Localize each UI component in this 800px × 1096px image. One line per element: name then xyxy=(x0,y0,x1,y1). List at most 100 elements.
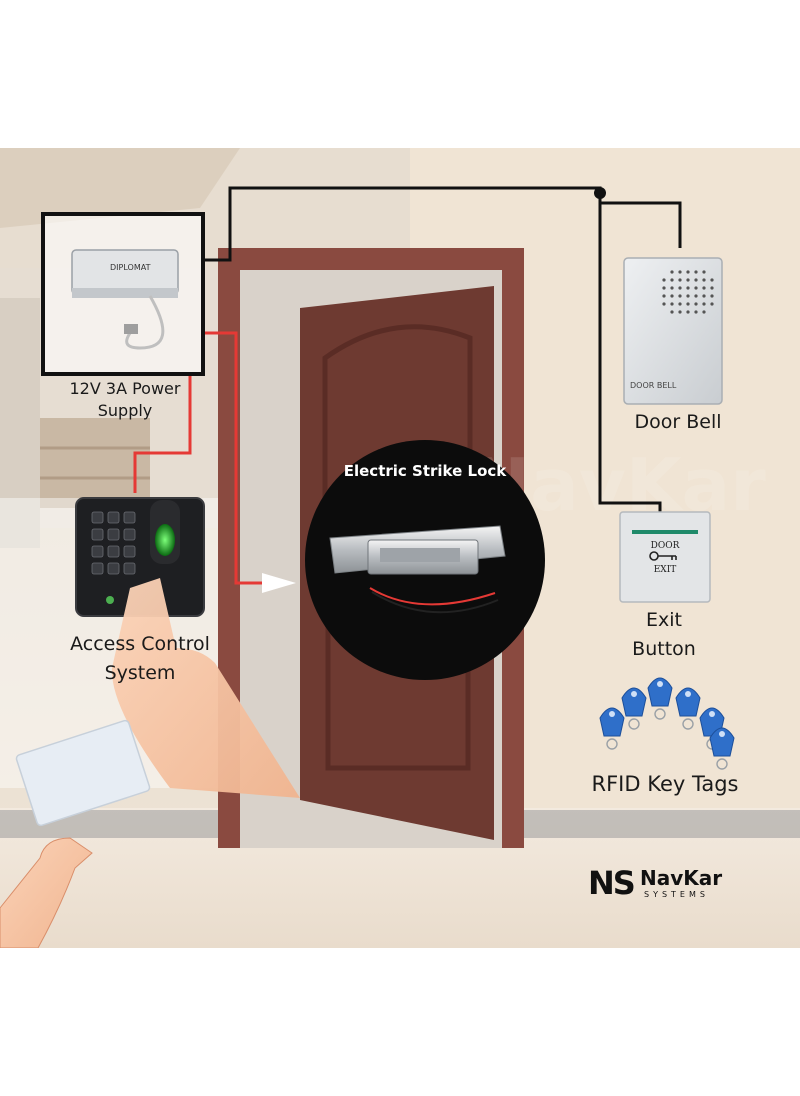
door-upper-moulding xyxy=(322,324,473,561)
arrow-to-lock xyxy=(262,573,296,593)
hand-holding-card xyxy=(0,837,93,948)
keypad xyxy=(91,511,136,575)
logo-name: NavKar xyxy=(640,866,723,890)
grille-hole xyxy=(662,278,666,282)
power-supply-label-line1: 12V 3A Power xyxy=(69,379,181,398)
access-control-diagram: NavKar DIPLOMAT DOOR BELL DOOR EXIT xyxy=(0,148,800,948)
keypad-key xyxy=(107,528,120,541)
doorbell-plate-text: DOOR BELL xyxy=(630,381,677,390)
grille-hole xyxy=(686,270,690,274)
keypad-key xyxy=(107,511,120,524)
logo-initials: NS xyxy=(588,864,636,902)
grille-hole xyxy=(670,270,674,274)
grille-hole xyxy=(694,302,698,306)
grille-hole xyxy=(710,278,714,282)
door-bell-device xyxy=(623,257,723,405)
rfid-tag xyxy=(709,727,735,770)
grille-hole xyxy=(686,294,690,298)
grille-hole xyxy=(662,302,666,306)
exit-button-label-line1: Exit xyxy=(646,609,682,631)
grille-hole xyxy=(710,294,714,298)
exit-button-device xyxy=(619,511,711,603)
grille-hole xyxy=(662,294,666,298)
keypad-key xyxy=(123,511,136,524)
ceiling-panel xyxy=(0,148,240,228)
exit-button-label: Exit Button xyxy=(604,606,724,664)
wire-to-strike-lock xyxy=(205,331,262,585)
keypad-key xyxy=(123,528,136,541)
grille-hole xyxy=(686,310,690,314)
grille-hole xyxy=(702,302,706,306)
diagram-canvas: NavKar DIPLOMAT DOOR BELL DOOR EXIT xyxy=(0,148,800,948)
navkar-logo: NS NavKar SYSTEMS xyxy=(588,864,748,908)
access-control-label-line2: System xyxy=(104,662,176,684)
grille-hole xyxy=(694,278,698,282)
power-supply-frame xyxy=(41,212,205,376)
grille-hole xyxy=(702,270,706,274)
grille-hole xyxy=(670,278,674,282)
power-supply-label-line2: Supply xyxy=(97,401,153,420)
hand-pressing-keypad xyxy=(111,578,300,798)
rfid-tag xyxy=(647,677,673,720)
grille-hole xyxy=(678,270,682,274)
rfid-tag xyxy=(621,687,647,730)
exit-plate-bottom: EXIT xyxy=(654,565,677,575)
rfid-card xyxy=(15,719,151,827)
grille-hole xyxy=(678,302,682,306)
psu-brand: DIPLOMAT xyxy=(110,263,151,272)
grille-hole xyxy=(678,278,682,282)
power-supply-label: 12V 3A Power Supply xyxy=(40,378,210,422)
key-icon xyxy=(649,551,677,561)
grille-hole xyxy=(702,286,706,290)
keypad-key xyxy=(91,562,104,575)
exit-button-label-line2: Button xyxy=(632,638,696,660)
grille-hole xyxy=(702,278,706,282)
window-left xyxy=(0,298,40,548)
power-cord xyxy=(125,295,165,350)
grille-hole xyxy=(710,286,714,290)
keypad-key xyxy=(91,545,104,558)
grille-hole xyxy=(694,270,698,274)
wire-to-access-control xyxy=(133,373,192,493)
grille-hole xyxy=(670,286,674,290)
rfid-key-tags xyxy=(599,677,735,770)
grille-hole xyxy=(694,294,698,298)
grille-hole xyxy=(670,302,674,306)
strike-lock-label: Electric Strike Lock xyxy=(343,462,507,480)
rfid-label: RFID Key Tags xyxy=(591,772,739,796)
keypad-key xyxy=(123,545,136,558)
keypad-key xyxy=(107,545,120,558)
grille-hole xyxy=(702,310,706,314)
rfid-tag xyxy=(599,707,625,750)
keypad-key xyxy=(123,562,136,575)
logo-tagline: SYSTEMS xyxy=(644,890,709,899)
electric-strike-lock xyxy=(329,525,506,614)
grille-hole xyxy=(686,278,690,282)
grille-hole xyxy=(694,310,698,314)
grille-hole xyxy=(678,310,682,314)
exit-plate-top: DOOR xyxy=(651,541,680,551)
grille-hole xyxy=(686,302,690,306)
wire-junction xyxy=(594,187,606,199)
grille-hole xyxy=(694,286,698,290)
fingerprint-sensor xyxy=(155,524,175,556)
grille-hole xyxy=(678,286,682,290)
access-control-label: Access Control System xyxy=(40,630,240,688)
access-control-label-line1: Access Control xyxy=(70,633,210,655)
grille-hole xyxy=(678,294,682,298)
rfid-tag xyxy=(675,687,701,730)
keypad-key xyxy=(91,511,104,524)
keypad-key xyxy=(107,562,120,575)
grille-hole xyxy=(670,294,674,298)
shelf-unit xyxy=(40,418,150,508)
power-plug xyxy=(124,324,138,334)
door-bell-label: Door Bell xyxy=(634,411,722,433)
wire-to-doorbell xyxy=(600,201,682,248)
grille-hole xyxy=(710,302,714,306)
status-led xyxy=(106,596,114,604)
door-bell-grille xyxy=(662,270,714,314)
keypad-key xyxy=(91,528,104,541)
grille-hole xyxy=(662,286,666,290)
grille-hole xyxy=(686,286,690,290)
grille-hole xyxy=(702,294,706,298)
